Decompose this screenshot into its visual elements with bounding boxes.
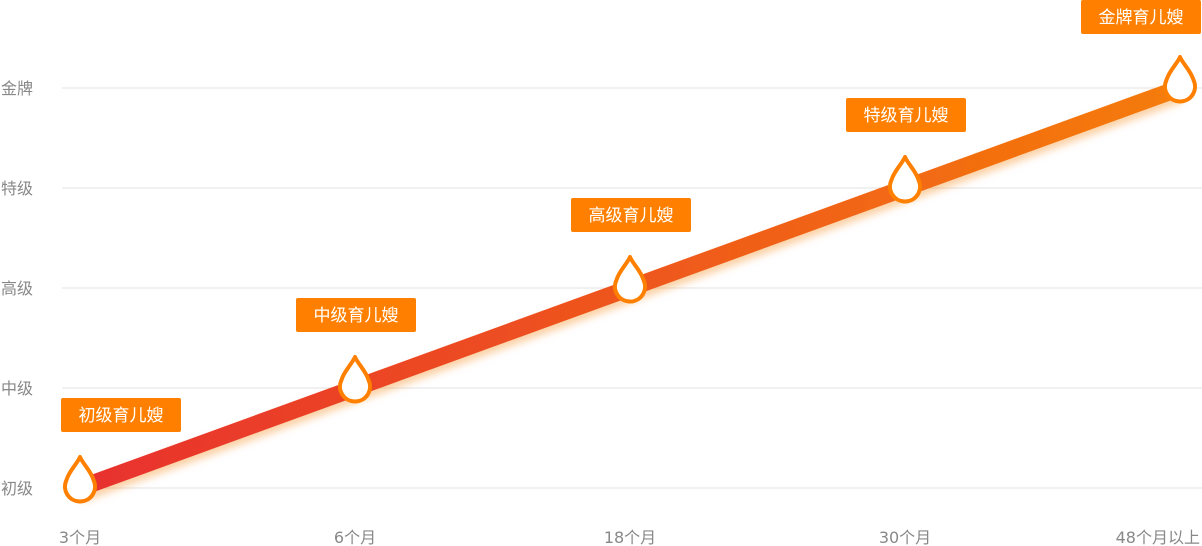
point-label-box <box>296 298 416 332</box>
x-axis-labels: 3个月 6个月 18个月 30个月 48个月以上 <box>59 528 1200 546</box>
y-tick-label: 特级 <box>1 179 33 198</box>
point-label-box <box>61 398 181 432</box>
markers-layer <box>63 55 1197 504</box>
droplet-marker <box>1163 55 1197 104</box>
x-tick-label: 18个月 <box>604 528 656 546</box>
point-label: 高级育儿嫂 <box>571 198 691 232</box>
y-tick-label: 金牌 <box>1 79 33 98</box>
point-label-box <box>571 198 691 232</box>
x-tick-label: 48个月以上 <box>1116 528 1200 546</box>
point-label-text: 金牌育儿嫂 <box>1099 8 1184 28</box>
y-tick-label: 中级 <box>1 379 33 398</box>
droplet-marker <box>613 255 647 304</box>
point-label: 中级育儿嫂 <box>296 298 416 332</box>
droplet-marker <box>63 455 97 504</box>
point-label-text: 高级育儿嫂 <box>589 206 674 226</box>
point-label: 特级育儿嫂 <box>846 98 966 132</box>
point-label: 金牌育儿嫂 <box>1081 0 1201 34</box>
point-label-box <box>846 98 966 132</box>
y-tick-label: 初级 <box>1 479 33 498</box>
point-label-text: 中级育儿嫂 <box>314 306 399 326</box>
x-tick-label: 30个月 <box>879 528 931 546</box>
point-labels-layer: 初级育儿嫂 中级育儿嫂 高级育儿嫂 特级育儿嫂 金牌育儿嫂 <box>61 0 1201 432</box>
droplet-marker <box>888 155 922 204</box>
droplet-marker <box>338 355 372 404</box>
x-tick-label: 6个月 <box>334 528 376 546</box>
point-label-box <box>1081 0 1201 34</box>
point-label-text: 特级育儿嫂 <box>864 106 949 126</box>
y-axis-labels: 初级 中级 高级 特级 金牌 <box>1 79 33 498</box>
point-label-text: 初级育儿嫂 <box>79 406 164 426</box>
x-tick-label: 3个月 <box>59 528 101 546</box>
y-tick-label: 高级 <box>1 279 33 298</box>
point-label: 初级育儿嫂 <box>61 398 181 432</box>
